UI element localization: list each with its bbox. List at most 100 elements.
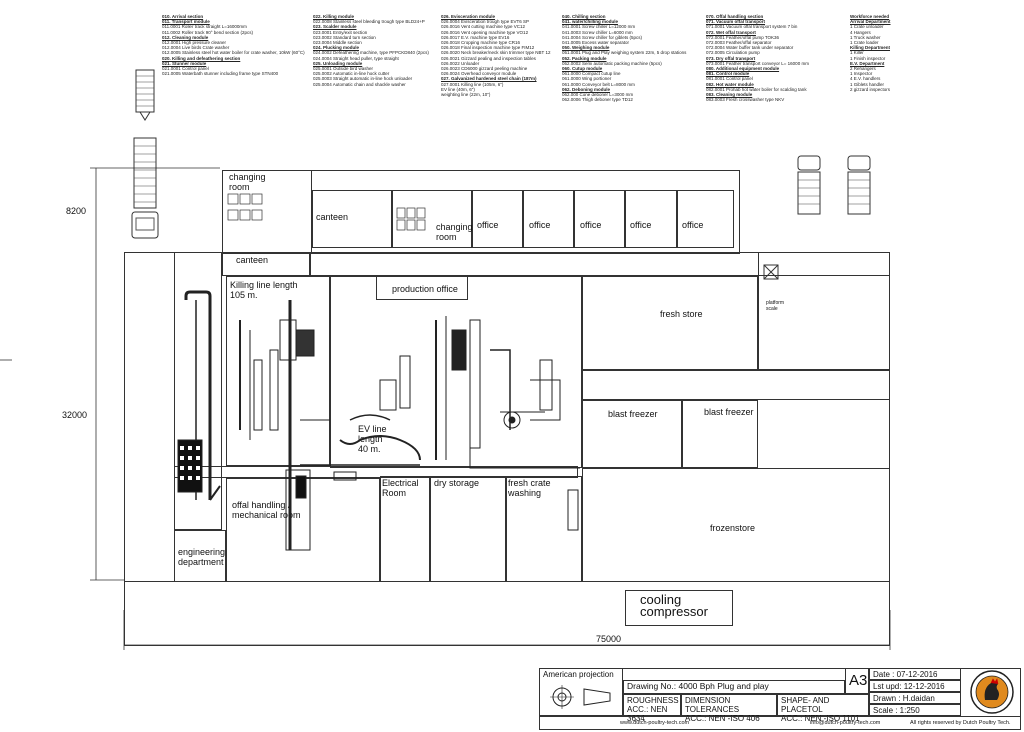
legend-line: 024.0002 Defeathering machine, type PFPC… xyxy=(313,50,429,56)
legend-line: 026.0024 Overhead conveyor module xyxy=(441,71,517,77)
canteen-2-label: canteen xyxy=(236,255,269,265)
truck-right-drawing xyxy=(797,155,871,215)
office-1-wall xyxy=(472,190,523,248)
shape-placetol-cell: SHAPE- AND PLACETOL ACC.: NEN -ISO 1101 xyxy=(777,694,869,723)
legend-line: 025.0004 Automatic chain and shackle was… xyxy=(313,81,406,87)
dimension-tolerances-acc: ACC.: NEN -ISO 406 xyxy=(685,714,760,723)
legend-line: 071.0001 Vacuum offal transport system 7… xyxy=(706,24,798,30)
legend-line: 026.0018 Final inspection machine type F… xyxy=(441,45,535,51)
legend-line: 040. Chilling section xyxy=(562,14,606,19)
dimension-32000: 32000 xyxy=(62,410,88,420)
legend-line: 061.0000 Conveyor belt L=8000 mm xyxy=(562,81,635,87)
legend-line: 1 Crate loader xyxy=(850,40,879,46)
legend-line: 011. Transport module xyxy=(162,19,210,25)
lower-corridor-wall xyxy=(174,466,578,478)
electrical-room-label: Electrical Room xyxy=(382,478,419,498)
drawing-number: Drawing No.: 4000 Bph Plug and play xyxy=(623,680,845,694)
legend-line: Killing Department xyxy=(850,45,891,51)
legend-line: 072. Wet offal transport xyxy=(706,29,756,35)
roughness-label: ROUGHNESS xyxy=(627,696,679,705)
legend-line: 011.0002 Roller track 90° bend section (… xyxy=(162,29,254,35)
frozenstore-wall xyxy=(582,468,890,582)
office-4-label: office xyxy=(630,220,652,230)
engineering-wall xyxy=(174,530,226,582)
legend-line: 072.0004 Water buffer tank under separat… xyxy=(706,45,794,51)
email: info@dutch-poultry-tech.com xyxy=(810,720,881,726)
legend-line: 026.0020 Neck breaker/neck skin trimmer … xyxy=(441,50,551,56)
date: Date : 07-12-2016 xyxy=(869,668,961,680)
legend-line: 012.0005 Stainless steel hot water boile… xyxy=(162,50,305,56)
legend-line: 026.0022 Unloader xyxy=(441,60,480,66)
legend-line: 026.0018 Cropping machine type CR16 xyxy=(441,40,521,46)
changing-room-1-wall xyxy=(222,170,312,254)
legend-line: 2 Rehangers xyxy=(850,66,876,72)
legend-line: 041.0005 Excess water separator xyxy=(562,40,630,46)
dimension-tolerances-cell: DIMENSION TOLERANCES ACC.: NEN -ISO 406 xyxy=(681,694,777,723)
electrical-room-wall xyxy=(380,476,430,582)
legend-line: 024. Plucking module xyxy=(313,45,360,51)
changing-room-2-wall xyxy=(392,190,472,248)
office-4-wall xyxy=(625,190,677,248)
legend-line: 022.0008 Stainless steel bleeding trough… xyxy=(313,19,425,25)
legend-line: 071. Vacuum offal transport xyxy=(706,19,766,25)
dry-storage-wall xyxy=(430,476,506,582)
legend-line: 025.0003 Straight automatic in-line hock… xyxy=(313,76,413,82)
legend-line: 4 E.V. handlers xyxy=(850,76,881,82)
legend-line: 1 Killer xyxy=(850,50,864,56)
legend-line: 023. Scalder module xyxy=(313,24,357,30)
engineering-label: engineering department xyxy=(178,547,226,567)
yard-outline xyxy=(124,582,890,646)
legend-line: 026.0016 Vent cutting machine type VC12 xyxy=(441,24,526,30)
legend-line: 026. Evisceration module xyxy=(441,14,496,19)
legend-line: 024.0004 Straight head puller, type stra… xyxy=(313,55,399,61)
crate-washing-wall xyxy=(506,476,582,582)
lockers-drawing-2 xyxy=(396,207,426,231)
legend-line: 052.0002 Semi automatic packing machine … xyxy=(562,60,662,66)
roughness-cell: ROUGHNESS ACC.: NEN 3634 xyxy=(623,694,681,723)
legend-line: 022. Killing module xyxy=(313,14,355,19)
legend-line: 026.0021 Gizzard pealing and inspection … xyxy=(441,55,536,61)
fresh-store-label: fresh store xyxy=(660,309,703,319)
legend-line: 023.0002 Standard turn section xyxy=(313,34,376,40)
killing-line-label: Killing line length 105 m. xyxy=(230,280,298,300)
frozenstore-label: frozenstore xyxy=(710,523,756,533)
office-3-wall xyxy=(574,190,625,248)
fresh-crate-washing-label: fresh crate washing xyxy=(508,478,551,498)
legend-line: 081.0001 Control panel xyxy=(706,76,753,82)
legend-line: 060. Cutup module xyxy=(562,66,603,72)
ev-area-wall xyxy=(330,276,582,468)
office-2-wall xyxy=(523,190,574,248)
legend-line: 073. Dry offal transport xyxy=(706,55,756,61)
legend-line: 010. Arrival section xyxy=(162,14,204,19)
legend-line: 011.0001 Roller track straight L=16000mm xyxy=(162,24,247,30)
blast-freezer-1-wall xyxy=(582,400,682,468)
legend-line: weighting line (22m, 10") xyxy=(441,92,491,98)
office-2-label: office xyxy=(529,220,551,230)
office-5-wall xyxy=(677,190,734,248)
legend-line: 051.0001 Plug and Play weighing system 2… xyxy=(562,50,687,56)
legend-line: 025. Unloading module xyxy=(313,60,363,66)
arrival-area-wall xyxy=(174,252,222,530)
office-5-label: office xyxy=(682,220,704,230)
legend-line: 070. Offal handling section xyxy=(706,14,764,19)
legend-line: 023.0004 Middle section xyxy=(313,40,362,46)
legend-line: 080. Additional equipment module xyxy=(706,66,780,72)
blast-freezer-1-label: blast freezer xyxy=(608,409,658,419)
legend-line: 050. Weighing module xyxy=(562,45,610,51)
legend-line: 041. water/chilling module xyxy=(562,19,619,25)
last-update: Lst upd: 12-12-2016 xyxy=(869,680,961,692)
canteen-1-wall xyxy=(312,190,392,248)
dimension-tolerances-label: DIMENSION TOLERANCES xyxy=(685,696,740,714)
offal-handling-label: offal handling / mechanical room xyxy=(232,500,301,520)
legend-line: 083.0003 Fresh crosswasher type NKV xyxy=(706,97,785,103)
changing-room-1-label: changing room xyxy=(229,172,266,192)
roughness-acc: ACC.: NEN 3634 xyxy=(627,705,668,723)
cooling-compressor-label: cooling compressor xyxy=(640,592,708,619)
legend-line: 025.0002 Automatic in-line hock cutter xyxy=(313,71,390,77)
